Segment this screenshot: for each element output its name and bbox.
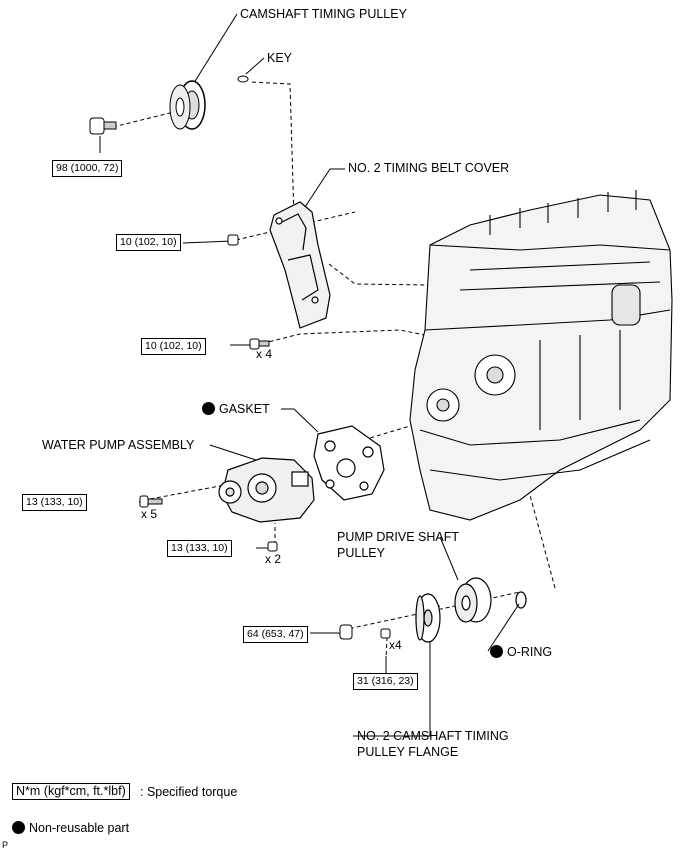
water-pump-bolt-part <box>139 495 163 508</box>
label-key: KEY <box>267 51 293 65</box>
gasket-part <box>313 425 385 501</box>
engine-block-part <box>409 190 673 521</box>
label-no2-camshaft-flange-1: NO. 2 CAMSHAFT TIMING <box>357 729 509 743</box>
legend-torque-units: N*m (kgf*cm, ft.*lbf) <box>12 783 130 800</box>
torque-water-pump-bolt: 13 (133, 10) <box>22 494 87 511</box>
label-water-pump-assembly: WATER PUMP ASSEMBLY <box>42 438 195 452</box>
drive-pulley-nut-part <box>339 624 353 640</box>
cover-bolt-upper-part <box>227 234 239 246</box>
camshaft-timing-pulley-part <box>169 80 206 130</box>
torque-drive-pulley-nut: 64 (653, 47) <box>243 626 308 643</box>
nonreusable-marker-icon <box>202 402 215 415</box>
label-camshaft-timing-pulley: CAMSHAFT TIMING PULLEY <box>240 7 407 21</box>
cover-bolt-lower-part <box>249 338 270 350</box>
label-o-ring: O-RING <box>507 645 553 659</box>
label-gasket: GASKET <box>219 402 270 416</box>
label-no2-camshaft-flange-2: PULLEY FLANGE <box>357 745 459 759</box>
torque-water-pump-nut: 13 (133, 10) <box>167 540 232 557</box>
water-pump-nut-part <box>267 541 278 552</box>
torque-cover-bolt-lower: 10 (102, 10) <box>141 338 206 355</box>
nonreusable-marker-icon <box>490 645 503 658</box>
camshaft-pulley-bolt-part <box>89 117 117 135</box>
water-pump-part <box>218 457 315 523</box>
key-part <box>237 75 249 83</box>
corner-mark: P <box>2 840 9 850</box>
legend-nonreusable-icon <box>12 821 25 834</box>
qty-flange-bolts: x4 <box>389 638 402 652</box>
label-pump-drive-shaft-pulley-2: PULLEY <box>337 546 385 560</box>
torque-cover-bolt-upper: 10 (102, 10) <box>116 234 181 251</box>
leader-lines <box>191 13 520 737</box>
qty-water-pump-bolts: x 5 <box>141 507 158 521</box>
o-ring-part <box>515 591 527 609</box>
legend-torque-desc: : Specified torque <box>140 785 238 799</box>
legend-nonreusable-desc: Non-reusable part <box>29 821 130 835</box>
camshaft-flange-part <box>415 593 441 643</box>
pump-drive-shaft-pulley-part <box>454 577 492 623</box>
qty-water-pump-nuts: x 2 <box>265 552 282 566</box>
label-no2-timing-belt-cover: NO. 2 TIMING BELT COVER <box>348 161 510 175</box>
qty-cover-bolts: x 4 <box>256 347 273 361</box>
torque-camshaft-pulley-bolt: 98 (1000, 72) <box>52 160 123 177</box>
flange-bolt-part <box>380 628 391 639</box>
timing-belt-cover-part <box>269 201 331 329</box>
torque-flange-bolt: 31 (316, 23) <box>353 673 418 690</box>
label-pump-drive-shaft-pulley-1: PUMP DRIVE SHAFT <box>337 530 460 544</box>
